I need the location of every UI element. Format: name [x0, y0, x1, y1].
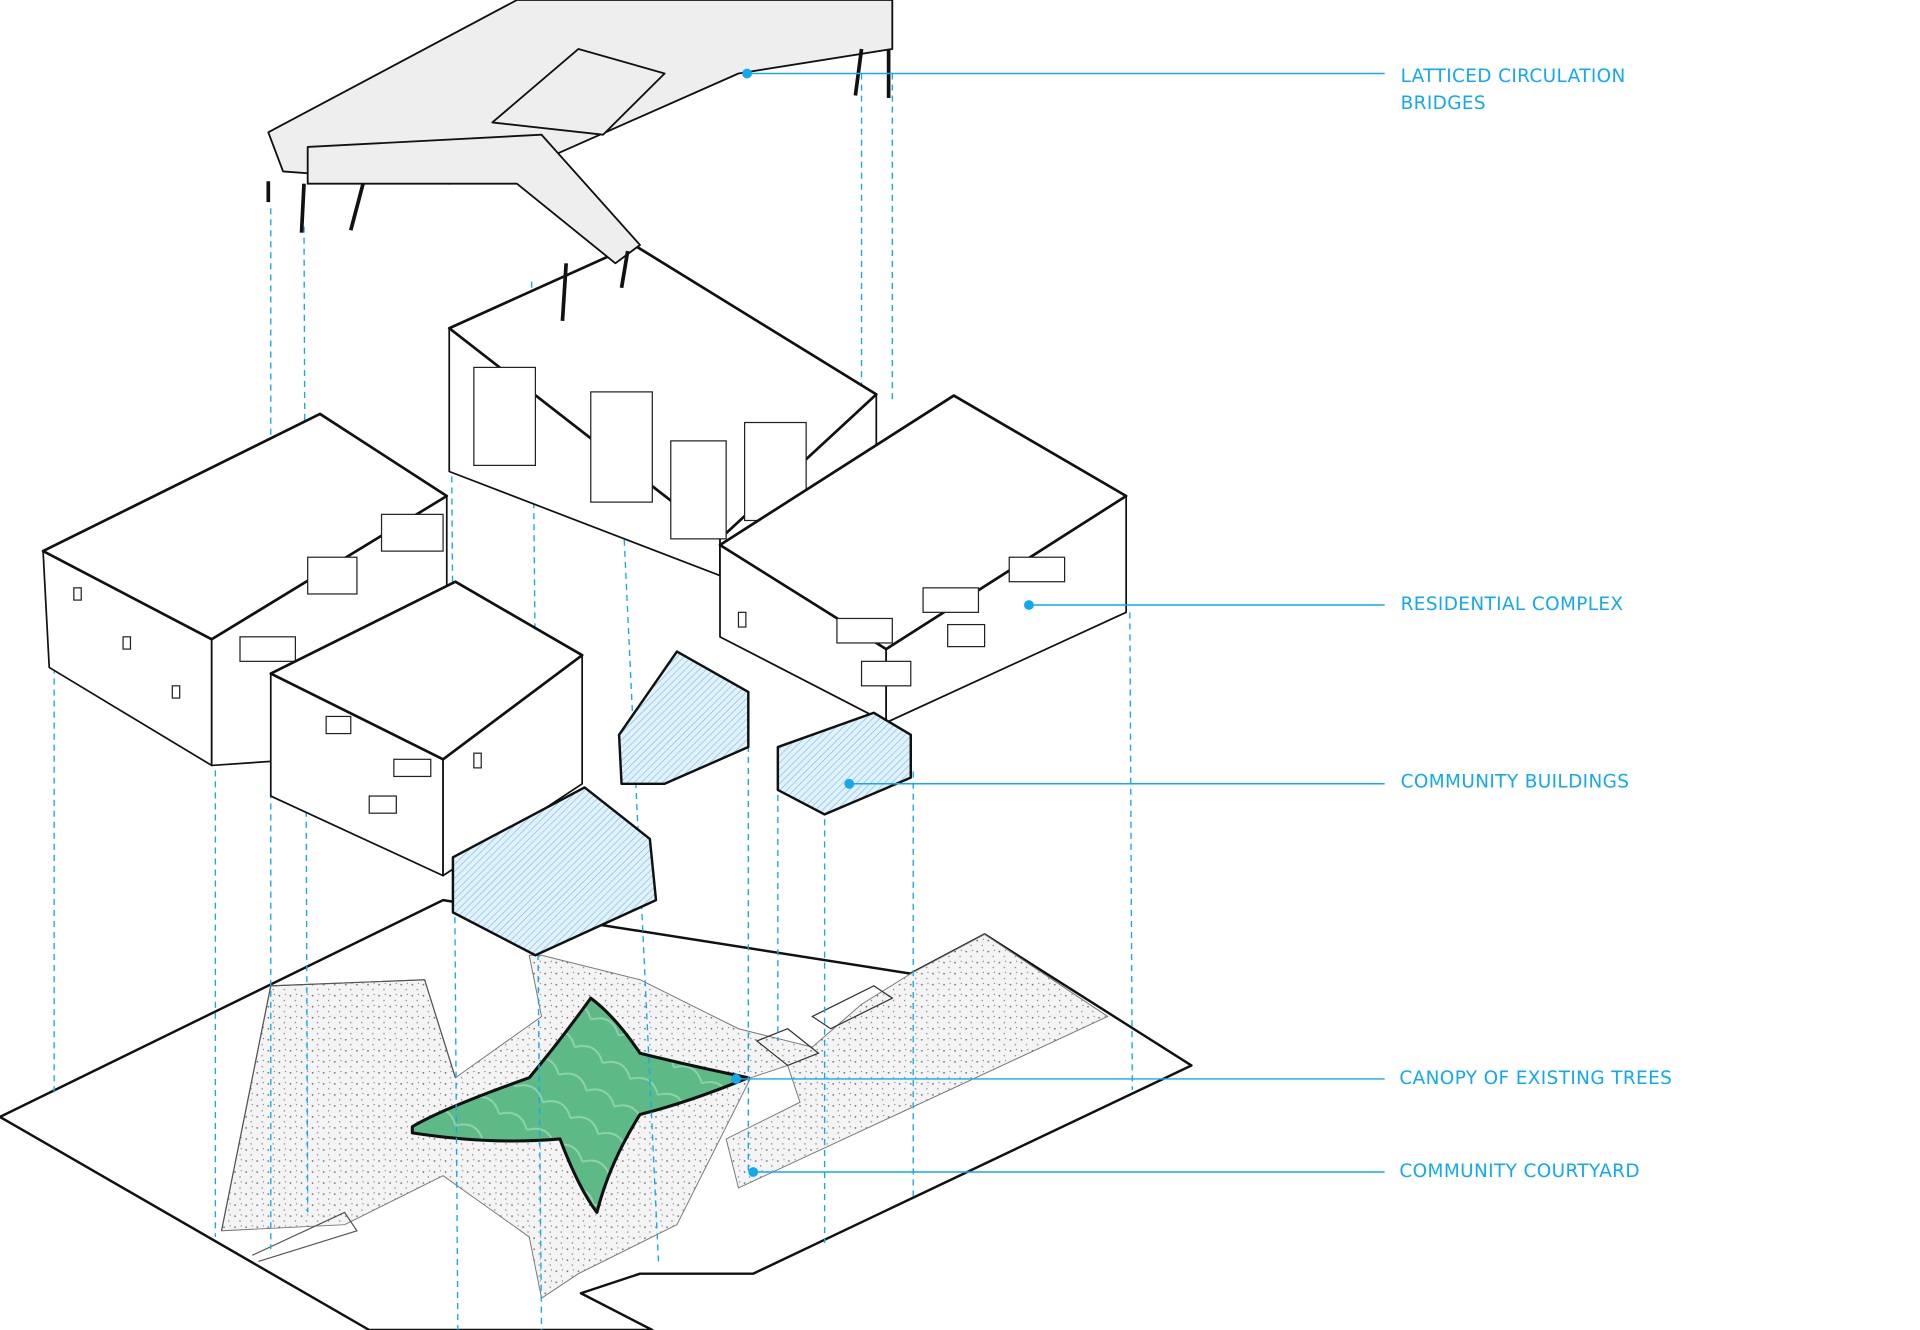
- tree-canopy: [410, 996, 750, 1214]
- label-community-courtyard: COMMUNITY COURTYARD: [1399, 1161, 1640, 1182]
- label-canopy-trees: CANOPY OF EXISTING TREES: [1399, 1068, 1672, 1089]
- residential-building-right: [718, 394, 1128, 724]
- label-latticed-bridges-line2: BRIDGES: [1401, 93, 1486, 114]
- residential-building-lower-left: [269, 580, 584, 877]
- label-latticed-bridges-line1: LATTICED CIRCULATION: [1401, 66, 1626, 87]
- community-buildings: [451, 650, 913, 957]
- label-residential-complex: RESIDENTIAL COMPLEX: [1401, 594, 1624, 615]
- label-community-buildings: COMMUNITY BUILDINGS: [1401, 772, 1630, 793]
- latticed-circulation-bridges: [266, 0, 894, 321]
- leader-lines: [731, 68, 1385, 1177]
